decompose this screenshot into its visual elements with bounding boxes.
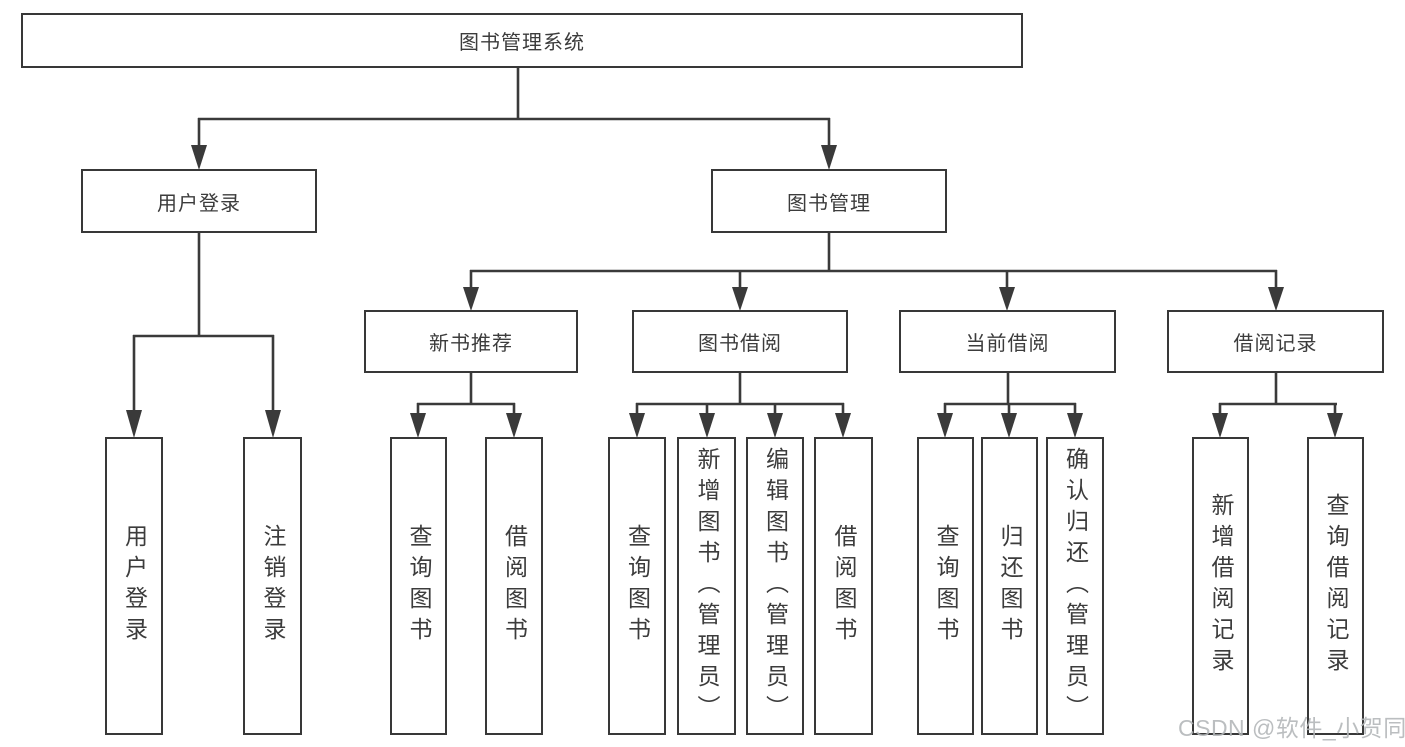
arrow-down-icon bbox=[629, 413, 645, 438]
leaf-confirm-return-admin: 确认归还（管理员） bbox=[1046, 437, 1104, 735]
arrow-down-icon bbox=[463, 287, 479, 311]
leaf-query-books-current: 查询图书 bbox=[917, 437, 974, 735]
arrow-down-icon bbox=[1268, 287, 1284, 311]
arrow-down-icon bbox=[126, 410, 142, 438]
node-label: 用户登录 bbox=[157, 192, 241, 215]
node-root-system: 图书管理系统 bbox=[21, 13, 1023, 68]
leaf-return-books: 归还图书 bbox=[981, 437, 1038, 735]
node-borrow-records: 借阅记录 bbox=[1167, 310, 1384, 373]
node-label: 借阅图书 bbox=[501, 524, 528, 648]
arrow-down-icon bbox=[506, 413, 522, 438]
leaf-borrow-books-recommend: 借阅图书 bbox=[485, 437, 543, 735]
node-label: 图书管理系统 bbox=[459, 32, 585, 54]
leaf-borrow-books: 借阅图书 bbox=[814, 437, 873, 735]
arrow-down-icon bbox=[1067, 413, 1083, 438]
node-book-management: 图书管理 bbox=[711, 169, 947, 233]
node-new-book-recommend: 新书推荐 bbox=[364, 310, 578, 373]
node-label: 编辑图书（管理员） bbox=[762, 446, 789, 726]
arrow-down-icon bbox=[732, 287, 748, 311]
node-label: 查询图书 bbox=[406, 524, 432, 648]
node-label: 归还图书 bbox=[997, 524, 1023, 648]
node-label: 查询借阅记录 bbox=[1323, 493, 1349, 679]
node-label: 注销登录 bbox=[260, 524, 286, 648]
arrow-down-icon bbox=[699, 413, 715, 438]
arrow-down-icon bbox=[1212, 413, 1228, 438]
node-label: 新书推荐 bbox=[429, 333, 513, 355]
node-label: 当前借阅 bbox=[965, 333, 1050, 355]
arrow-down-icon bbox=[1001, 413, 1017, 438]
node-label: 图书借阅 bbox=[698, 333, 782, 355]
leaf-user-login: 用户登录 bbox=[105, 437, 163, 735]
node-label: 确认归还（管理员） bbox=[1062, 446, 1089, 726]
leaf-query-books-borrow: 查询图书 bbox=[608, 437, 666, 735]
node-label: 借阅记录 bbox=[1233, 333, 1318, 355]
arrow-down-icon bbox=[835, 413, 851, 438]
node-label: 查询图书 bbox=[933, 524, 959, 648]
leaf-add-books-admin: 新增图书（管理员） bbox=[677, 437, 736, 735]
node-user-login: 用户登录 bbox=[81, 169, 317, 233]
node-label: 查询图书 bbox=[624, 524, 651, 648]
node-label: 新增借阅记录 bbox=[1208, 493, 1234, 679]
node-label: 用户登录 bbox=[121, 524, 148, 648]
leaf-query-borrow-record: 查询借阅记录 bbox=[1307, 437, 1364, 735]
leaf-logout: 注销登录 bbox=[243, 437, 302, 735]
arrow-down-icon bbox=[937, 413, 953, 438]
node-book-borrow: 图书借阅 bbox=[632, 310, 848, 373]
node-current-borrow: 当前借阅 bbox=[899, 310, 1116, 373]
leaf-add-borrow-record: 新增借阅记录 bbox=[1192, 437, 1249, 735]
arrow-down-icon bbox=[265, 410, 281, 438]
arrow-down-icon bbox=[191, 145, 207, 170]
arrow-down-icon bbox=[767, 413, 783, 438]
arrow-down-icon bbox=[410, 413, 426, 438]
arrow-down-icon bbox=[999, 287, 1015, 311]
arrow-down-icon bbox=[821, 145, 837, 170]
node-label: 借阅图书 bbox=[831, 524, 857, 648]
node-label: 图书管理 bbox=[787, 192, 871, 215]
node-label: 新增图书（管理员） bbox=[694, 446, 720, 726]
leaf-query-books-recommend: 查询图书 bbox=[390, 437, 447, 735]
arrow-down-icon bbox=[1327, 413, 1343, 438]
leaf-edit-books-admin: 编辑图书（管理员） bbox=[746, 437, 804, 735]
